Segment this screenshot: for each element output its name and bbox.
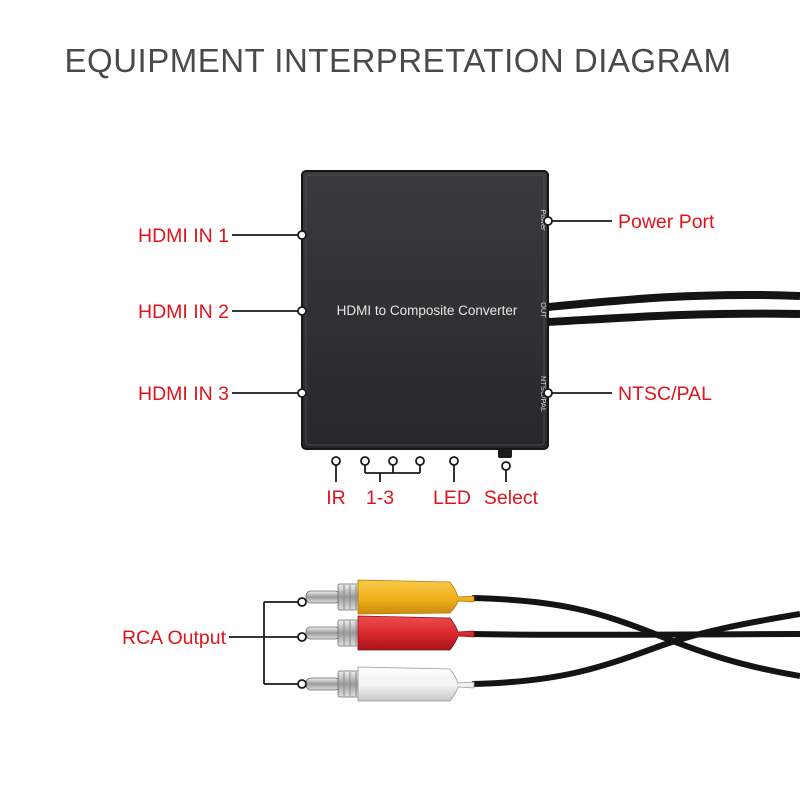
callout-hdmi-in-3: HDMI IN 3 (138, 383, 307, 405)
output-cable (547, 290, 800, 326)
hdmi-in-1-label: HDMI IN 1 (138, 225, 229, 247)
led-label: LED (433, 487, 471, 509)
rca-plug-white (305, 666, 475, 702)
ir-label: IR (326, 487, 346, 509)
rca-plug-red (305, 615, 475, 651)
callout-ir: IR (326, 456, 346, 509)
callout-hdmi-in-2: HDMI IN 2 (138, 301, 307, 323)
callout-1-3: 1-3 (360, 456, 425, 509)
rca-output-label: RCA Output (122, 627, 227, 649)
diagram-title: EQUIPMENT INTERPRETATION DIAGRAM (65, 42, 732, 79)
callout-select: Select (484, 461, 539, 509)
device-label: HDMI to Composite Converter (337, 303, 518, 318)
ntsc-pal-label: NTSC/PAL (618, 383, 712, 405)
callout-led: LED (433, 456, 471, 509)
callout-hdmi-in-1: HDMI IN 1 (138, 225, 307, 247)
hdmi-in-2-label: HDMI IN 2 (138, 301, 229, 323)
input-leds-1-3-label: 1-3 (366, 487, 394, 509)
rca-plug-yellow (305, 579, 475, 615)
select-label: Select (484, 487, 539, 509)
rca-cables (471, 595, 800, 687)
callout-rca-output: RCA Output (122, 597, 307, 689)
out-label: OUT (539, 302, 548, 318)
hdmi-in-3-label: HDMI IN 3 (138, 383, 229, 405)
callout-ntsc-pal: NTSC/PAL (543, 383, 712, 405)
callout-power-port: Power Port (543, 211, 715, 233)
select-button (498, 449, 512, 458)
power-port-label: Power Port (618, 211, 715, 233)
